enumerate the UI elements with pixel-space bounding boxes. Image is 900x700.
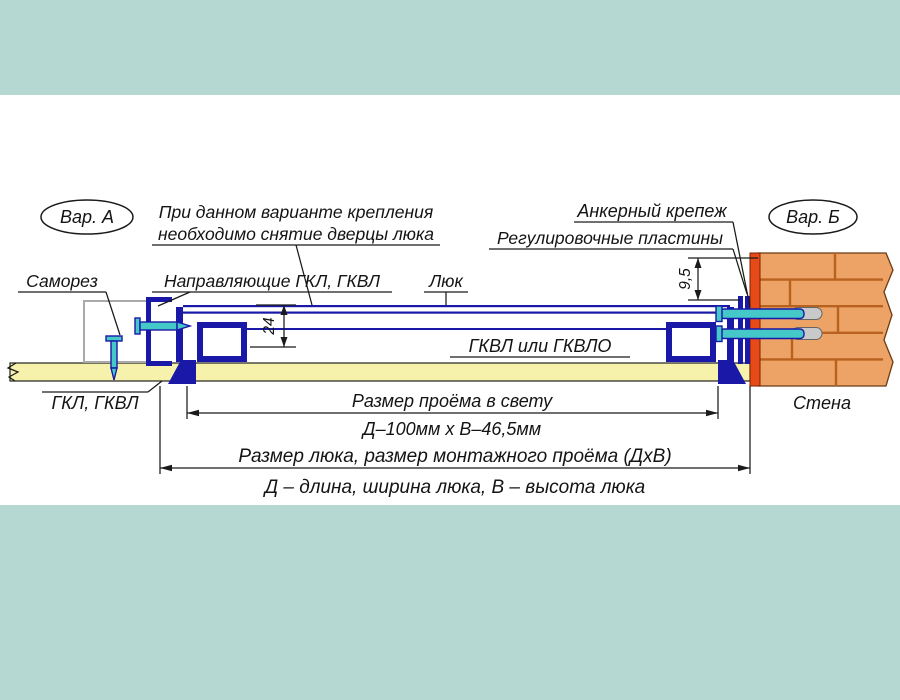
frame-side-left: [176, 307, 183, 362]
opening-dimension-title: Размер проёма в свету: [352, 391, 553, 411]
arrowhead: [280, 337, 288, 347]
dimension-9-5-value: 9,5: [677, 268, 694, 290]
sheet-left-leader: [147, 380, 163, 393]
door-leaf-top-line: [183, 305, 730, 308]
adjustment-plates-label: Регулировочные пластины: [497, 228, 723, 248]
arrowhead: [187, 409, 199, 417]
frame-box-right-inner: [672, 328, 710, 356]
track-profile-left: [146, 297, 172, 366]
frame-foot-right: [718, 360, 746, 384]
self-tapping-screws: [105, 317, 193, 381]
arrowhead: [706, 409, 718, 417]
note-line-2: необходимо снятие дверцы люка: [158, 224, 434, 244]
screw-label: Саморез: [26, 271, 98, 291]
frame-box-left-inner: [203, 328, 241, 356]
sheet-center-label: ГКВЛ или ГКВЛО: [469, 336, 612, 356]
brick-wall: [757, 252, 894, 387]
hatch-size-note: Д – длина, ширина люка, В – высота люка: [263, 477, 646, 498]
dimension-opening: [186, 386, 719, 419]
screw-horizontal-head: [134, 317, 141, 335]
anchor-head-top: [715, 305, 723, 323]
anchor-fastener-label: Анкерный крепеж: [576, 201, 728, 221]
wall-seal-strip: [749, 252, 761, 387]
door-leaf-bottom-line: [183, 311, 730, 314]
leader-lines: [18, 221, 751, 393]
hatch-label: Люк: [428, 271, 463, 291]
variant-a-label: Вар. А: [60, 207, 114, 227]
screw-leader: [105, 291, 121, 336]
plates-leader: [732, 248, 748, 295]
arrowhead: [738, 464, 750, 472]
hatch-size-title: Размер люка, размер монтажного проёма (Д…: [238, 446, 671, 467]
variant-b-bubble: [768, 199, 858, 235]
screw-vertical-head: [105, 335, 123, 342]
variant-a-bubble: [40, 199, 134, 235]
note-leader: [295, 244, 313, 306]
frame-inner-line: [247, 328, 666, 330]
anchor-fasteners: [715, 305, 805, 343]
guides-leader: [157, 291, 191, 307]
screw-vertical-shaft: [110, 340, 118, 369]
screw-vertical-tip: [110, 367, 118, 381]
bottom-band: [0, 505, 900, 700]
variant-b-label: Вар. Б: [786, 207, 840, 227]
anchor-bolt-bottom: [719, 328, 805, 340]
frame-foot-left: [168, 360, 196, 384]
wall-label: Стена: [793, 393, 851, 413]
top-band: [0, 0, 900, 95]
sheet-break-line: [6, 362, 20, 382]
guides-label: Направляющие ГКЛ, ГКВЛ: [164, 271, 381, 291]
opening-dimension-value: Д–100мм х В–46,5мм: [361, 419, 541, 439]
drywall-sheet: [9, 362, 751, 382]
anchor-bolt-top: [719, 308, 805, 320]
note-line-1: При данном варианте крепления: [159, 202, 433, 222]
screw-horizontal-tip: [176, 321, 193, 331]
arrowhead: [694, 290, 702, 300]
arrowhead: [694, 258, 702, 268]
arrowhead: [280, 305, 288, 315]
dimension-24-value: 24: [261, 317, 278, 336]
arrowhead: [160, 464, 172, 472]
anchor-head-bottom: [715, 325, 723, 343]
screw-horizontal-shaft: [139, 321, 178, 331]
dimension-hatch-size: [159, 386, 751, 474]
sheet-left-label: ГКЛ, ГКВЛ: [51, 393, 139, 413]
